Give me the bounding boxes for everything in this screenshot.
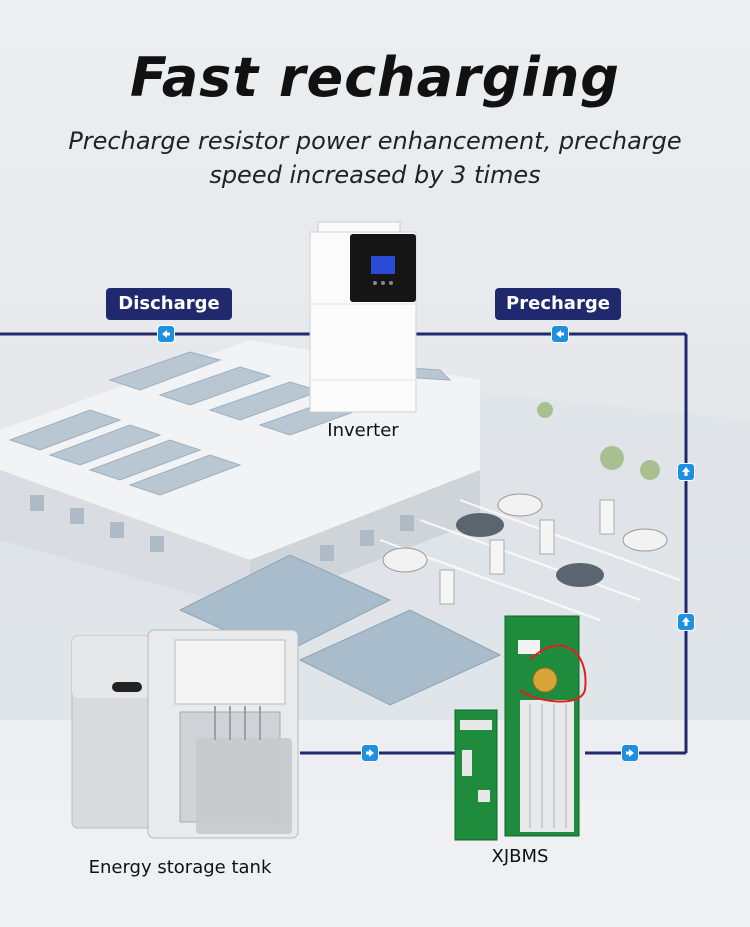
precharge-badge: Precharge [495, 288, 621, 320]
discharge-badge: Discharge [106, 288, 232, 320]
energy-flow-line [0, 332, 688, 755]
arrow-right-icon [622, 745, 638, 761]
arrow-left-icon [158, 326, 174, 342]
arrow-right-icon [362, 745, 378, 761]
tank-label: Energy storage tank [88, 857, 272, 878]
inverter-device [309, 221, 417, 413]
energy-storage-tank [71, 629, 299, 839]
arrow-left-icon [552, 326, 568, 342]
arrow-up-icon [678, 614, 694, 630]
inverter-label: Inverter [327, 420, 399, 441]
arrow-up-icon [678, 464, 694, 480]
page-title: Fast recharging [130, 46, 620, 109]
bms-boards [454, 615, 587, 841]
page-subtitle: Precharge resistor power enhancement, pr… [68, 127, 682, 189]
bms-label: XJBMS [491, 846, 549, 867]
